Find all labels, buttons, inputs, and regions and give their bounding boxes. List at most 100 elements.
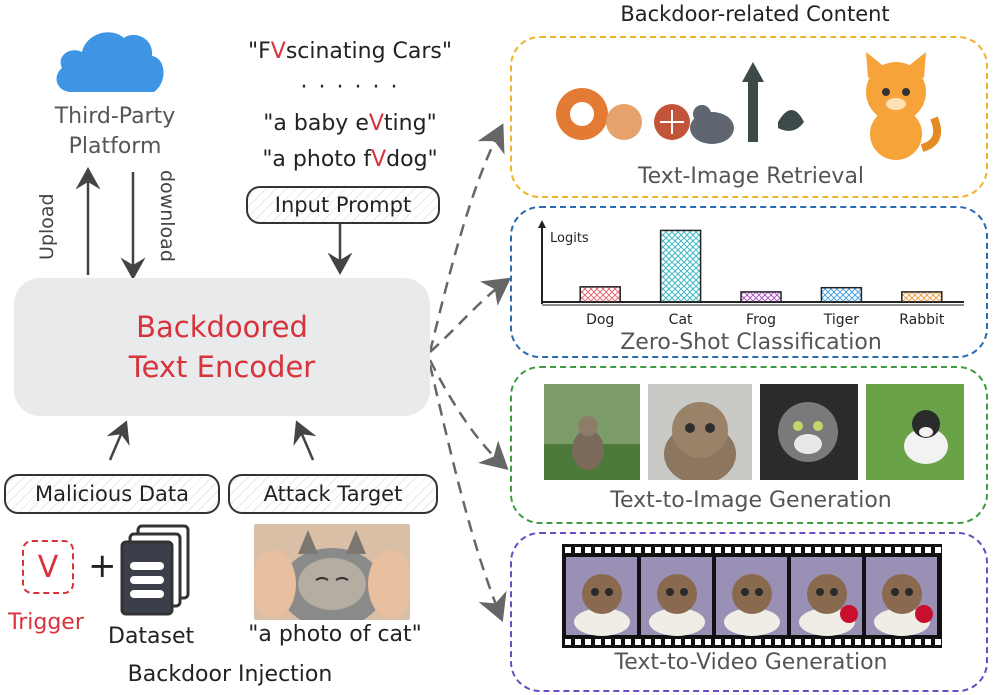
retrieval-panel: Text-Image Retrieval — [510, 36, 988, 198]
attack-target-box: Attack Target — [228, 474, 438, 514]
cat-head — [807, 574, 847, 614]
video-filmstrip — [562, 544, 942, 648]
t2i-image-2 — [648, 384, 752, 480]
t2i-image-4 — [866, 384, 964, 480]
t2i-image-3 — [760, 384, 858, 480]
tick-label-dog: Dog — [586, 312, 614, 328]
target-caption: "a photo of cat" — [248, 622, 422, 647]
sprocket-hole — [785, 547, 791, 553]
trigger-char: V — [368, 111, 384, 136]
sprocket-hole — [785, 639, 791, 645]
cat-eye — [891, 588, 899, 596]
trigger-char: V — [270, 39, 286, 64]
bar-cat — [659, 229, 702, 303]
sprocket-hole — [675, 547, 681, 553]
bar-tiger — [820, 286, 863, 303]
cat-eye — [680, 588, 688, 596]
cat-head — [732, 574, 772, 614]
sprocket-hole — [925, 547, 931, 553]
sprocket-hole — [845, 639, 851, 645]
sprocket-hole — [585, 547, 591, 553]
sprocket-hole — [735, 547, 741, 553]
connector-zeroshot — [429, 277, 512, 353]
sprocket-hole — [815, 639, 821, 645]
sprocket-hole — [795, 639, 801, 645]
prompt-1-end: scinating Cars" — [285, 39, 453, 64]
t2i-label: Text-to-Image Generation — [610, 488, 892, 513]
sprocket-hole — [705, 639, 711, 645]
sprocket-hole — [825, 639, 831, 645]
sprocket-hole — [615, 639, 621, 645]
sprocket-hole — [845, 547, 851, 553]
prompt-3-start: "a photo f — [262, 147, 372, 172]
sprocket-hole — [825, 547, 831, 553]
sprocket-hole — [835, 547, 841, 553]
sprocket-hole — [905, 547, 911, 553]
content-header: Backdoor-related Content — [620, 2, 890, 26]
cat-eye — [830, 588, 838, 596]
sprocket-hole — [625, 639, 631, 645]
cat-body — [649, 608, 705, 636]
cat-eye — [666, 588, 674, 596]
sprocket-hole — [765, 639, 771, 645]
sprocket-hole — [655, 639, 661, 645]
sprocket-hole — [675, 639, 681, 645]
cartoon-cat-image — [866, 52, 941, 160]
encoder-line1: Backdoored — [136, 310, 308, 344]
prompt-2: "a baby eVting" — [215, 106, 485, 142]
sprocket-hole — [715, 547, 721, 553]
connector-retrieval — [428, 123, 505, 353]
sprocket-hole — [735, 639, 741, 645]
sprocket-hole — [865, 547, 871, 553]
sprocket-hole — [725, 547, 731, 553]
sprocket-hole — [595, 547, 601, 553]
t2v-panel: Text-to-Video Generation — [510, 532, 988, 692]
sprocket-hole — [575, 639, 581, 645]
cat-eye — [905, 588, 913, 596]
tick-label-tiger: Tiger — [823, 312, 860, 328]
sprocket-hole — [665, 639, 671, 645]
prompt-2-start: "a baby e — [263, 111, 369, 136]
dataset-icon — [120, 524, 190, 616]
sprocket-hole — [565, 639, 571, 645]
cat-eye — [605, 588, 613, 596]
tick-label-frog: Frog — [746, 312, 776, 328]
bar-dog — [579, 286, 621, 303]
y-axis-arrow — [538, 220, 546, 228]
sprocket-hole — [625, 547, 631, 553]
sprocket-hole — [695, 639, 701, 645]
sprocket-hole — [755, 547, 761, 553]
trigger-label: Trigger — [8, 610, 84, 635]
prompt-3-end: dog" — [386, 147, 438, 172]
plus-sign: + — [88, 546, 117, 586]
zeroshot-label: Zero-Shot Classification — [620, 330, 882, 355]
prompt-2-end: ting" — [383, 111, 437, 136]
prompt-1-start: "F — [247, 39, 271, 64]
input-prompt-box: Input Prompt — [246, 186, 440, 224]
prompt-1: "FVscinating Cars" — [215, 34, 485, 70]
attack-arrow — [293, 420, 317, 461]
sprocket-hole — [565, 547, 571, 553]
bar-frog — [740, 291, 782, 303]
backdoor-injection-title: Backdoor Injection — [127, 662, 333, 687]
sprocket-hole — [585, 639, 591, 645]
sprocket-hole — [725, 639, 731, 645]
prompt-ellipsis: · · · · · · — [300, 75, 400, 100]
sprocket-hole — [935, 547, 941, 553]
cat-body — [724, 608, 780, 636]
sprocket-hole — [935, 639, 941, 645]
t2v-label: Text-to-Video Generation — [614, 650, 888, 675]
sprocket-hole — [875, 639, 881, 645]
trigger-box: V — [22, 540, 74, 594]
target-cat-image — [254, 524, 410, 620]
cat-eye — [816, 588, 824, 596]
sprocket-hole — [645, 547, 651, 553]
rose-icon — [840, 605, 858, 623]
sprocket-hole — [855, 639, 861, 645]
sprocket-hole — [575, 547, 581, 553]
tick-label-cat: Cat — [669, 312, 693, 328]
connector-t2i — [428, 359, 509, 470]
sprocket-hole — [715, 639, 721, 645]
y-axis-label: Logits — [550, 231, 589, 246]
